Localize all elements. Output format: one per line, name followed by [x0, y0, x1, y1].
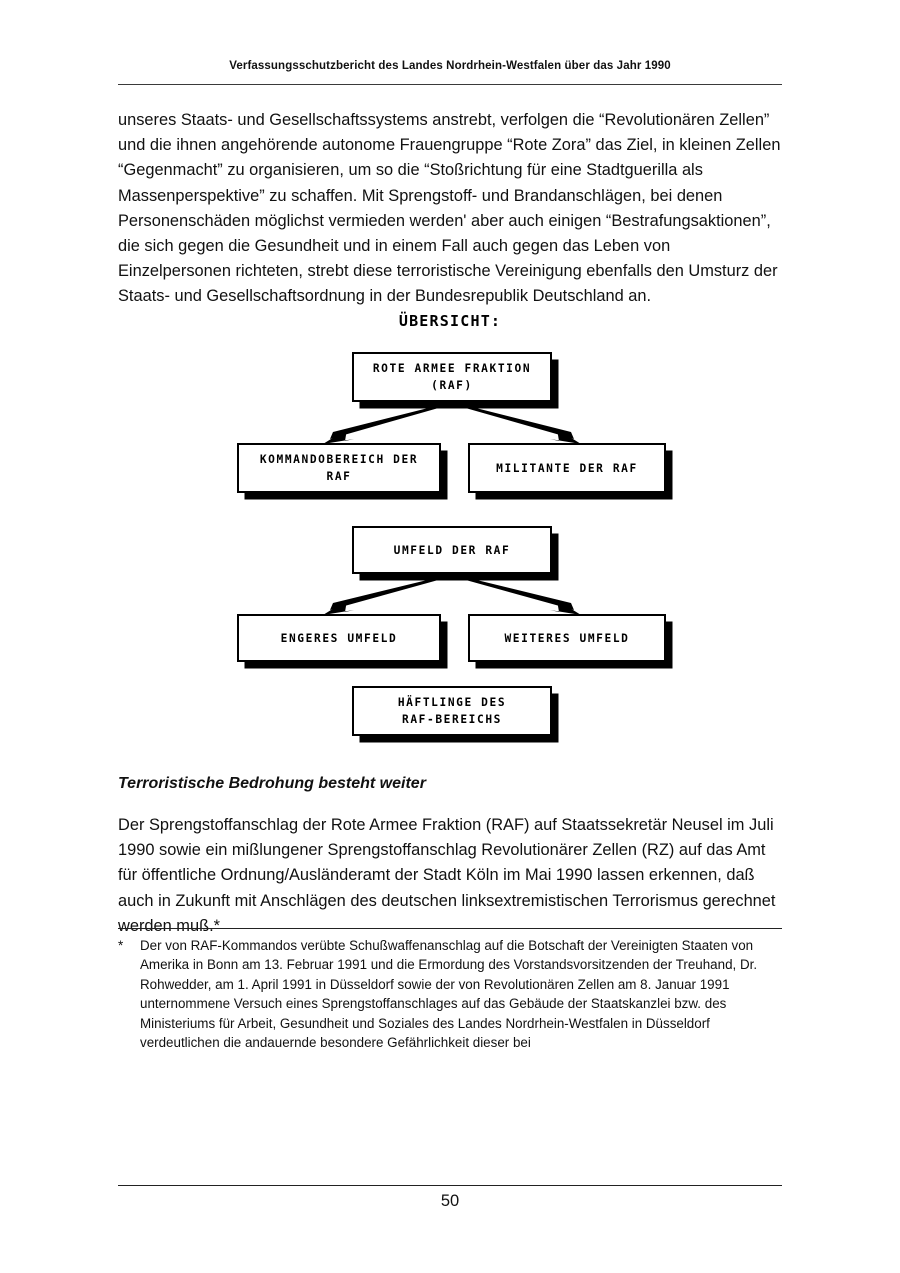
raf-structure-diagram: ÜBERSICHT: ROTE ARMEE FRAKTION (RAF) KOM…: [118, 305, 782, 755]
header-divider: [118, 84, 782, 85]
node-weiteres-umfeld: WEITERES UMFELD: [468, 614, 666, 662]
node-label: ROTE ARMEE FRAKTION (RAF): [372, 362, 532, 392]
footnote: * Der von RAF-Kommandos verübte Schußwaf…: [118, 936, 782, 1052]
node-label: ENGERES UMFELD: [280, 631, 398, 645]
node-label: WEITERES UMFELD: [504, 631, 630, 645]
node-label: HÄFTLINGE DES RAF-BEREICHS: [397, 696, 507, 726]
node-umfeld-der-raf: UMFELD DER RAF: [352, 526, 552, 574]
node-label: UMFELD DER RAF: [393, 543, 511, 557]
node-kommandobereich-der-raf: KOMMANDOBEREICH DER RAF: [237, 443, 441, 493]
footnote-divider: [118, 928, 782, 929]
section-heading: Terroristische Bedrohung besteht weiter: [118, 775, 426, 792]
node-rote-armee-fraktion: ROTE ARMEE FRAKTION (RAF): [352, 352, 552, 402]
node-engeres-umfeld: ENGERES UMFELD: [237, 614, 441, 662]
running-header: Verfassungsschutzbericht des Landes Nord…: [229, 60, 671, 72]
diagram-title: ÜBERSICHT:: [398, 312, 502, 330]
node-haeftlinge-des-raf-bereichs: HÄFTLINGE DES RAF-BEREICHS: [352, 686, 552, 736]
node-label: KOMMANDOBEREICH DER RAF: [259, 453, 419, 483]
paragraph-intro: unseres Staats- und Gesellschaftssystems…: [118, 111, 781, 306]
footer-divider: [118, 1185, 782, 1186]
node-militante-der-raf: MILITANTE DER RAF: [468, 443, 666, 493]
node-label: MILITANTE DER RAF: [496, 461, 638, 475]
footnote-marker: *: [118, 938, 124, 953]
footnote-text: Der von RAF-Kommandos verübte Schußwaffe…: [140, 938, 758, 1051]
page-number: 50: [440, 1192, 460, 1210]
paragraph-threat: Der Sprengstoffanschlag der Rote Armee F…: [118, 816, 776, 935]
